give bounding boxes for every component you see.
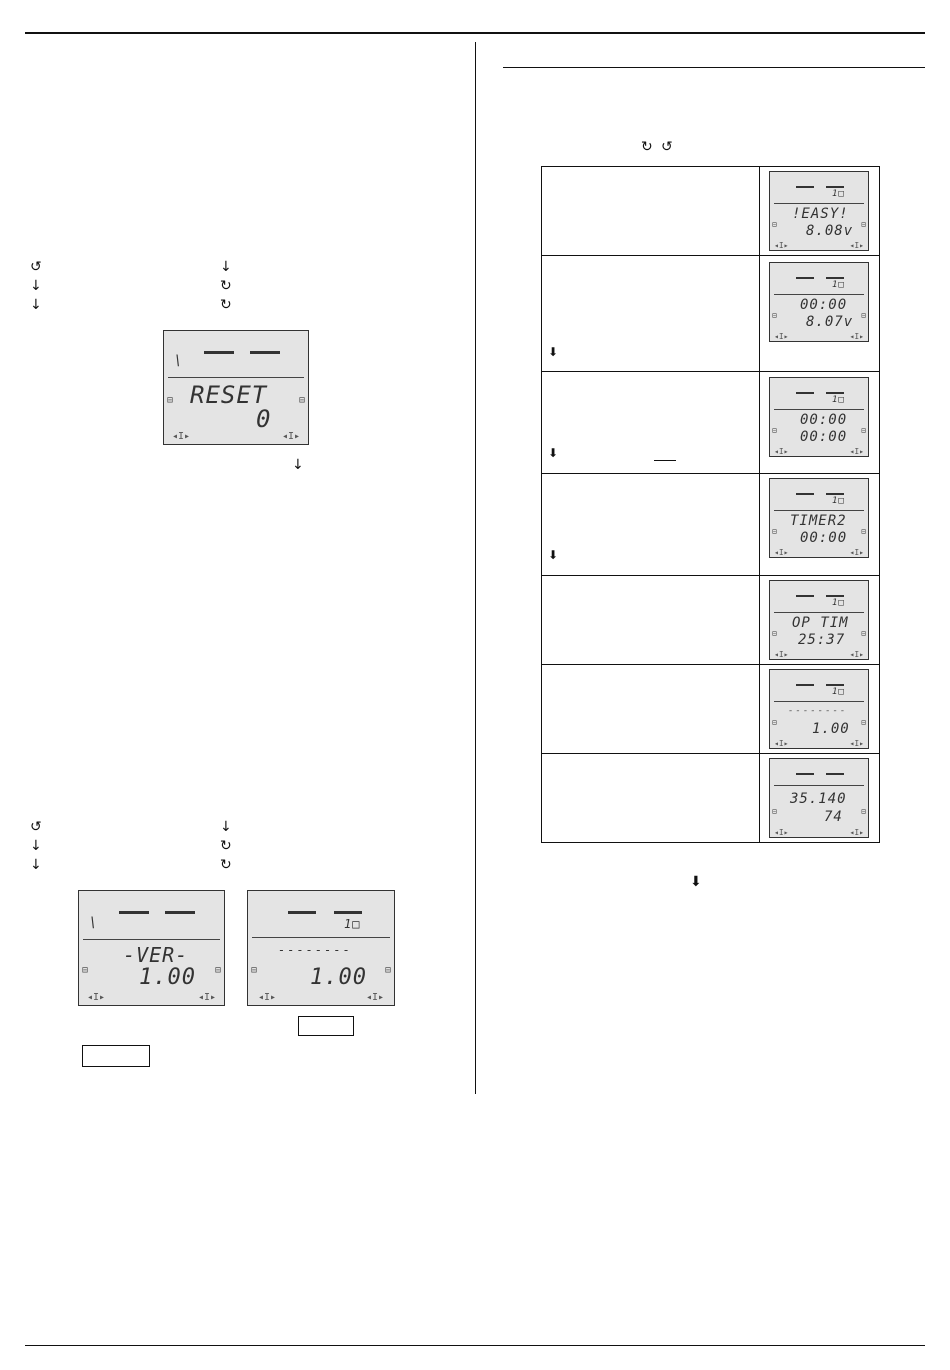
- rotate-ccw-icon: ↺: [30, 259, 42, 275]
- table-row: 1□ OP TIM 25:37 ⊟ ⊟ ◂I▸ ◂I▸: [541, 575, 880, 665]
- lcd-line2: 0: [256, 405, 272, 433]
- trim-bottom-left-icon: ◂I▸: [172, 431, 191, 442]
- press-down-icon: ↓: [30, 838, 42, 854]
- lcd-line1: --------: [278, 943, 352, 957]
- top-rule: [25, 32, 925, 34]
- wrench-icon: \: [89, 915, 99, 931]
- rotate-ccw-icon: ↺: [30, 819, 42, 835]
- rotate-ccw-icon: ↺: [661, 139, 673, 155]
- press-down-icon: ↓: [292, 457, 304, 473]
- trim-right-icon: ⊟: [298, 395, 305, 406]
- lcd-menu-display: 1□ -------- 1.00 ⊟ ⊟ ◂I▸ ◂I▸: [769, 669, 869, 749]
- lcd-line1: 35.140: [790, 791, 847, 807]
- lcd-menu-display: 1□ 00:00 8.07v ⊟ ⊟ ◂I▸ ◂I▸: [769, 262, 869, 342]
- highlight-box: [82, 1045, 150, 1067]
- lcd-menu-display: 1□ !EASY! 8.08v ⊟ ⊟ ◂I▸ ◂I▸: [769, 171, 869, 251]
- lcd-menu-display: 1□ 00:00 00:00 ⊟ ⊟ ◂I▸ ◂I▸: [769, 377, 869, 457]
- lcd-version-display: \ ⊟ ⊟ -VER- 1.00 ◂I▸ ◂I▸: [78, 890, 225, 1006]
- right-section-rule: [503, 67, 925, 68]
- table-row: ⬇ 1□ 00:00 8.07v ⊟ ⊟ ◂I▸ ◂I▸: [541, 255, 880, 372]
- lcd-menu-display: 1□ OP TIM 25:37 ⊟ ⊟ ◂I▸ ◂I▸: [769, 580, 869, 660]
- highlight-box: [298, 1016, 354, 1036]
- press-down-icon: ↓: [30, 857, 42, 873]
- lcd-line2: 25:37: [798, 632, 846, 648]
- table-row: ⬇ 1□ 00:00 00:00 ⊟ ⊟ ◂I▸ ◂I▸: [541, 371, 880, 474]
- lcd-line1: !EASY!: [792, 206, 849, 222]
- table-row: 35.140 74 ⊟ ⊟ ◂I▸ ◂I▸: [541, 753, 880, 843]
- lcd-line1: 00:00: [800, 297, 848, 313]
- display-menu-table: 1□ !EASY! 8.08v ⊟ ⊟ ◂I▸ ◂I▸ ⬇ 1□ 00:00 8…: [541, 166, 880, 843]
- rotate-cw-icon: ↻: [220, 838, 232, 854]
- press-down-icon: ↓: [220, 819, 232, 835]
- lcd-line2: 00:00: [800, 530, 848, 546]
- rotate-cw-icon: ↻: [220, 857, 232, 873]
- lcd-line2: 8.07v: [806, 314, 854, 330]
- press-down-icon: ↓: [220, 259, 232, 275]
- lcd-line2: 1.00: [310, 965, 367, 990]
- lcd-line1: 00:00: [800, 412, 848, 428]
- lcd-reset-display: \ ⊟ ⊟ RESET 0 ◂I▸ ◂I▸: [163, 330, 309, 445]
- column-divider: [475, 42, 476, 1094]
- lcd-line1: OP TIM: [792, 615, 849, 631]
- rotate-cw-icon: ↻: [220, 278, 232, 294]
- press-down-icon: ↓: [30, 297, 42, 313]
- trim-left-icon: ⊟: [82, 965, 89, 976]
- wrench-icon: \: [174, 353, 184, 369]
- lcd-menu-display: 1□ TIMER2 00:00 ⊟ ⊟ ◂I▸ ◂I▸: [769, 478, 869, 558]
- lcd-line1: TIMER2: [790, 513, 847, 529]
- lcd-line1: RESET: [190, 381, 268, 409]
- lcd-line2: 8.08v: [806, 223, 854, 239]
- trim-right-icon: ⊟: [384, 965, 391, 976]
- trim-left-icon: ⊟: [167, 395, 174, 406]
- lcd-line1: -VER-: [123, 943, 189, 967]
- trim-bottom-right-icon: ◂I▸: [197, 992, 216, 1003]
- trim-bottom-left-icon: ◂I▸: [258, 992, 277, 1003]
- trim-left-icon: ⊟: [251, 965, 258, 976]
- trim-bottom-right-icon: ◂I▸: [281, 431, 300, 442]
- table-row: 1□ !EASY! 8.08v ⊟ ⊟ ◂I▸ ◂I▸: [541, 166, 880, 256]
- bold-down-icon: ⬇: [548, 548, 559, 562]
- lcd-status-display: 1□ -------- ⊟ ⊟ 1.00 ◂I▸ ◂I▸: [247, 890, 395, 1006]
- trim-right-icon: ⊟: [214, 965, 221, 976]
- rotate-cw-icon: ↻: [641, 139, 653, 155]
- table-row: ⬇ 1□ TIMER2 00:00 ⊟ ⊟ ◂I▸ ◂I▸: [541, 473, 880, 576]
- bottom-rule: [25, 1345, 925, 1346]
- bold-down-icon: ⬇: [548, 345, 559, 359]
- lcd-line1: --------: [788, 706, 848, 716]
- bold-down-icon: ⬇: [548, 446, 559, 460]
- trim-bottom-left-icon: ◂I▸: [87, 992, 106, 1003]
- lcd-menu-display: 35.140 74 ⊟ ⊟ ◂I▸ ◂I▸: [769, 758, 869, 838]
- lcd-line2: 1.00: [812, 721, 850, 737]
- bold-down-icon: ⬇: [690, 874, 702, 890]
- trim-bottom-right-icon: ◂I▸: [365, 992, 384, 1003]
- table-row: 1□ -------- 1.00 ⊟ ⊟ ◂I▸ ◂I▸: [541, 664, 880, 754]
- lcd-line2: 1.00: [139, 965, 196, 990]
- lcd-line2: 00:00: [800, 429, 848, 445]
- rotate-cw-icon: ↻: [220, 297, 232, 313]
- lcd-line2: 74: [824, 809, 843, 825]
- press-down-icon: ↓: [30, 278, 42, 294]
